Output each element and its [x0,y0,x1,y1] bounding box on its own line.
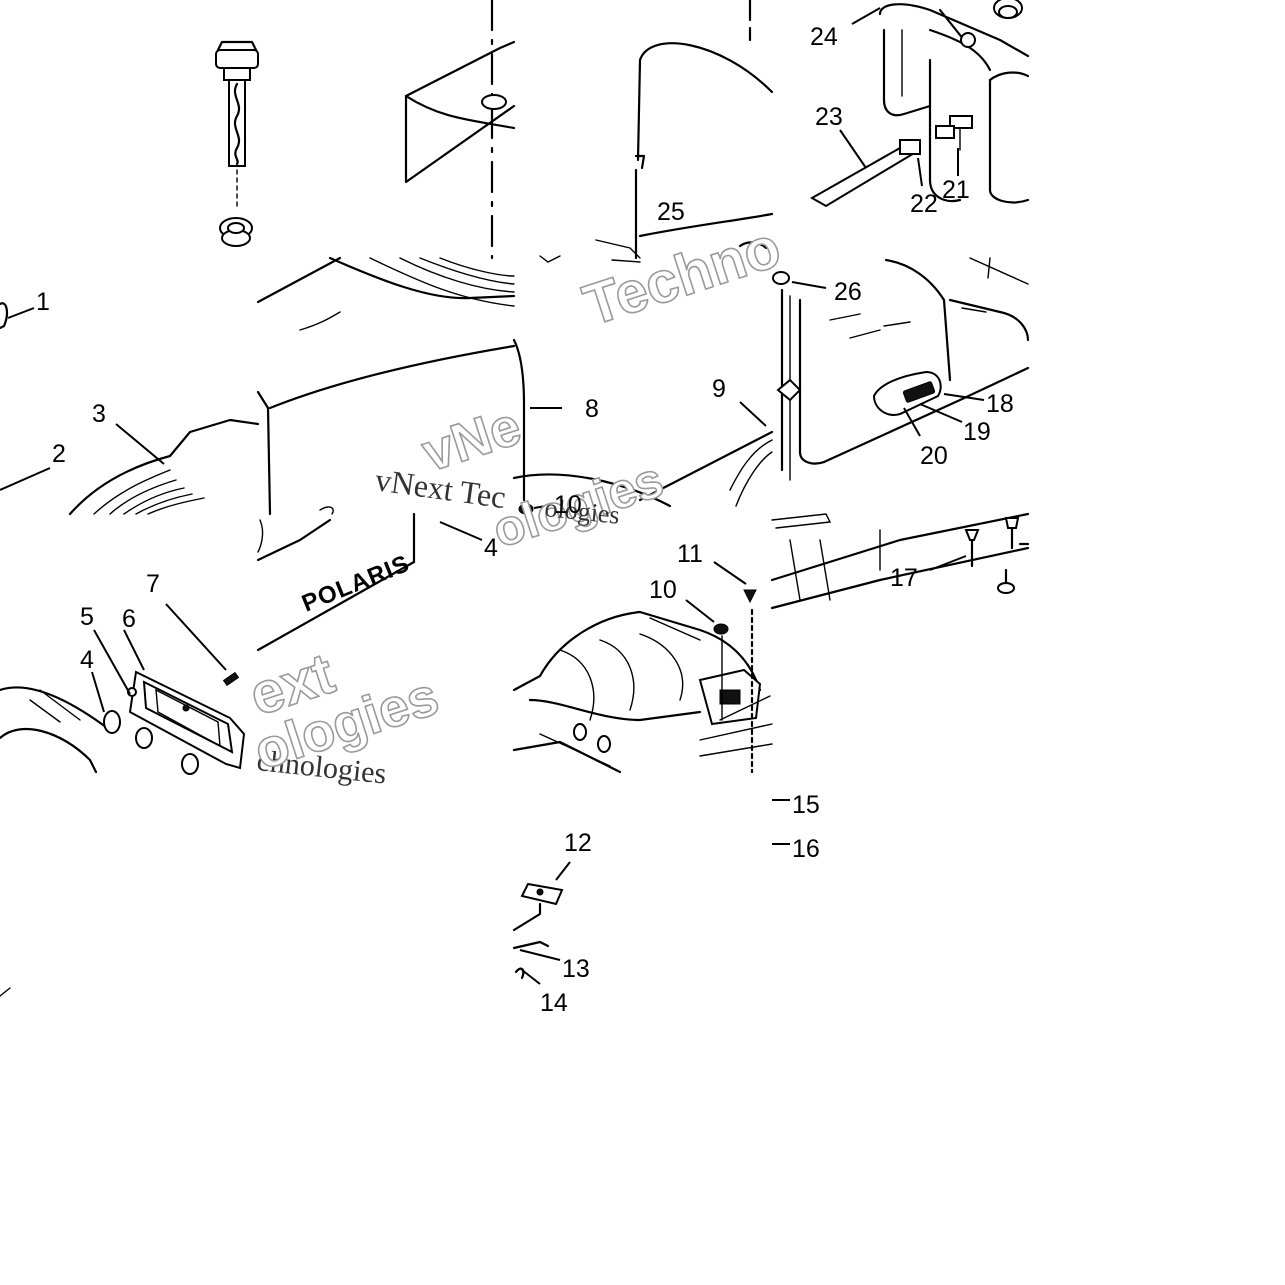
callout-1: 1 [36,288,50,316]
rear-body-panel [256,512,483,652]
callout-20: 20 [920,442,948,470]
callout-13: 13 [562,955,590,983]
callout-16: 16 [792,835,820,863]
watermark-1: Techno [576,214,788,338]
callout-22: 22 [910,190,938,218]
callout-labels: 1 2 3 4 4 5 6 7 8 9 10 10 11 12 13 14 15… [36,23,1014,1017]
callout-14: 14 [540,989,568,1017]
oil-tank-fittings [809,0,1030,208]
callout-3: 3 [92,400,106,428]
watermark-3: vNe [415,396,528,484]
callout-26: 26 [834,278,862,306]
callout-21: 21 [942,176,970,204]
cable-and-tank-edge [539,0,774,263]
callout-18: 18 [986,390,1014,418]
front-hood [0,302,260,516]
seat-strap [512,259,774,515]
seat-latch-assembly [512,561,773,774]
callout-7: 7 [146,570,160,598]
seat-cushion [256,256,516,516]
callout-8: 8 [585,395,599,423]
callout-10-latch: 10 [649,576,677,604]
tail-light-assembly [0,603,246,775]
callout-17: 17 [890,564,918,592]
callout-6: 6 [122,605,136,633]
callout-2: 2 [52,440,66,468]
callout-4-light: 4 [80,646,94,674]
polaris-logo-text: POLARIS [298,550,414,618]
callout-11: 11 [677,540,703,568]
callout-25: 25 [657,198,685,226]
callout-4-body: 4 [484,534,498,562]
polaris-decal: POLARIS [298,550,414,618]
callout-12: 12 [564,829,592,857]
mounting-bracket [0,799,790,997]
fuel-cap-gauge [215,40,259,247]
tunnel-rail-rivets [770,512,1030,610]
callout-9: 9 [712,375,726,403]
callout-15: 15 [792,791,820,819]
oil-tank-body [772,257,1030,481]
callout-5: 5 [80,603,94,631]
callout-19: 19 [963,418,991,446]
callout-23: 23 [815,103,843,131]
callout-24: 24 [810,23,838,51]
callout-10-seat: 10 [554,491,582,519]
seat-rear-section [404,0,516,260]
